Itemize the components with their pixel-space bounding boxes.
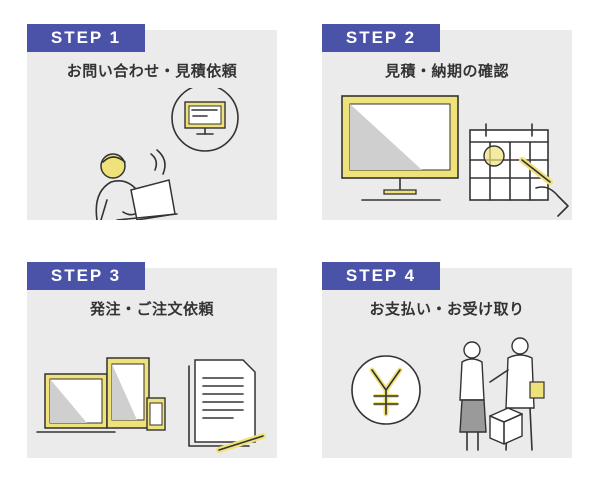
devices-document-icon [36,357,266,453]
person-laptop-inquiry-icon [95,88,239,220]
step-2-card: STEP 2 見積・納期の確認 [322,24,572,220]
step-4-badge: STEP 4 [322,262,440,290]
step-4-title: お支払い・お受け取り [369,300,525,318]
step-1-card: STEP 1 お問い合わせ・見積依頼 [27,24,277,220]
step-4-card: STEP 4 お支払い・お受け取り [322,262,572,458]
step-3-card: STEP 3 発注・ご注文依頼 [27,262,277,458]
monitor-calendar-icon [341,95,569,217]
step-3-badge: STEP 3 [27,262,145,290]
step-2-badge: STEP 2 [322,24,440,52]
step-2-title: 見積・納期の確認 [384,62,509,80]
yen-handover-icon [351,337,545,451]
step-3-title: 発注・ご注文依頼 [89,300,214,318]
step-1-badge: STEP 1 [27,24,145,52]
step-1-title: お問い合わせ・見積依頼 [66,62,238,80]
